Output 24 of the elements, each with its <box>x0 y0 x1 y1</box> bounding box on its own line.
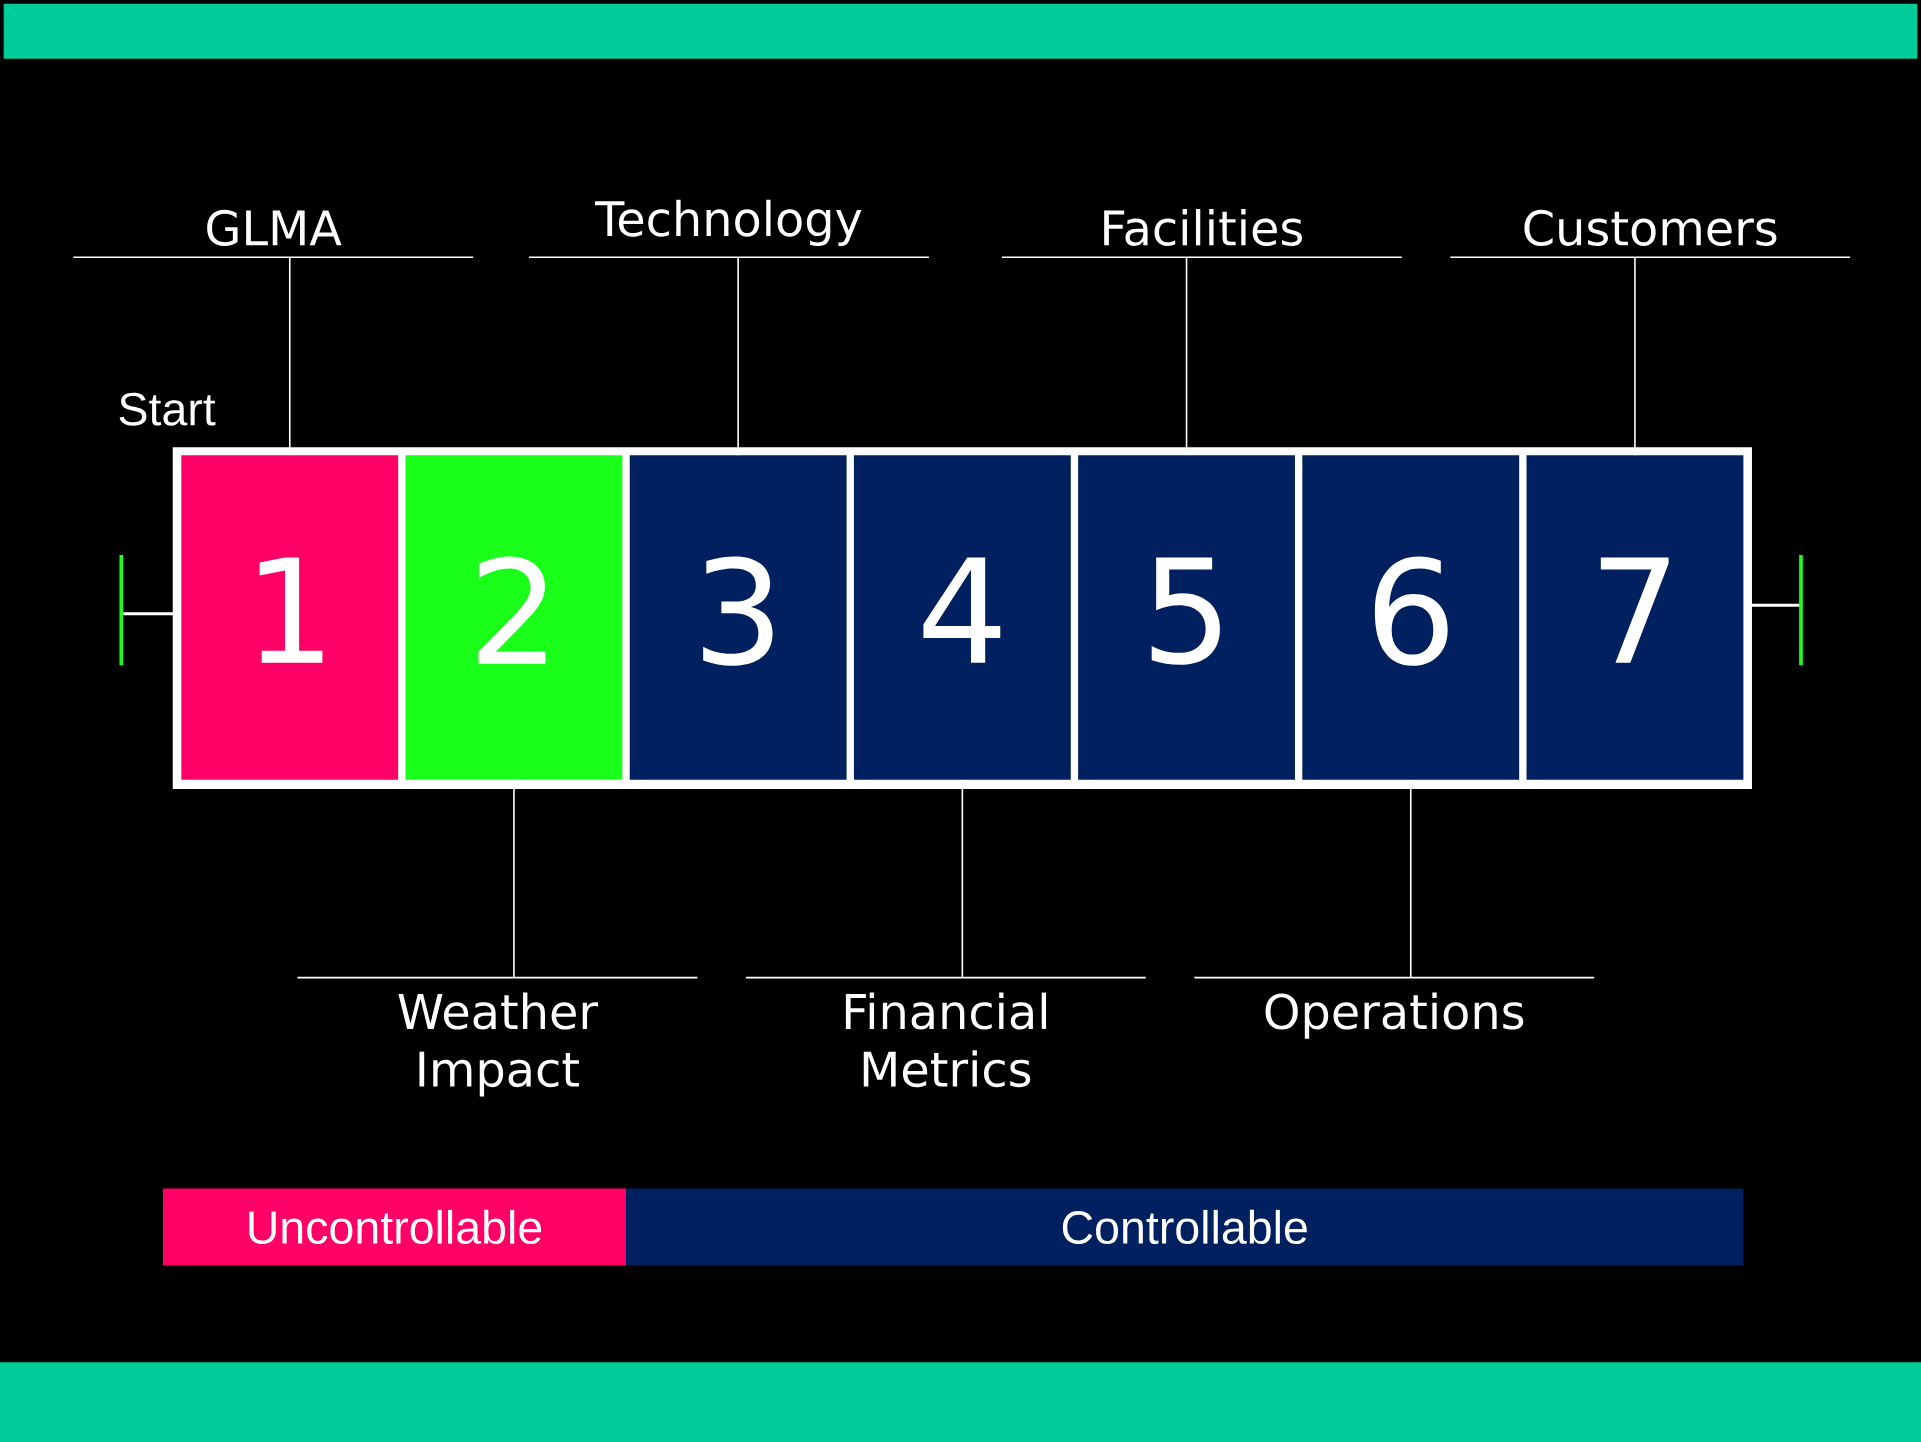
leader-line <box>961 779 964 979</box>
number-box: 2 <box>405 455 623 780</box>
category-label: Financial Metrics <box>745 976 1147 1088</box>
leader-line <box>288 256 291 456</box>
number-box: 4 <box>853 455 1071 780</box>
leader-line <box>737 256 739 456</box>
category-label: Technology <box>528 199 930 259</box>
category-label: Weather Impact <box>296 976 699 1097</box>
category-bar: Uncontrollable <box>162 1188 627 1266</box>
category-label: GLMA <box>72 209 474 259</box>
leader-line <box>1409 779 1412 979</box>
number-box: 6 <box>1302 455 1520 780</box>
leader-line <box>513 779 515 979</box>
category-bar: Controllable <box>626 1188 1744 1266</box>
number-box: 1 <box>181 455 399 780</box>
number-box: 5 <box>1078 455 1295 780</box>
category-label: Operations <box>1193 976 1595 1039</box>
number-box: 7 <box>1526 455 1744 780</box>
leader-line <box>1634 256 1636 456</box>
category-label: Facilities <box>1001 209 1403 259</box>
start-label: Start <box>119 392 216 426</box>
category-label: Customers <box>1449 209 1851 259</box>
leader-line <box>1185 256 1188 456</box>
number-box: 3 <box>629 455 847 780</box>
